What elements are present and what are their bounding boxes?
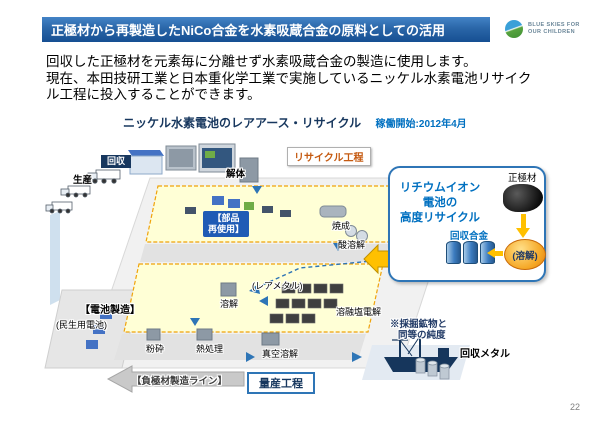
callout-title: リチウムイオン 電池の 高度リサイクル: [399, 182, 481, 224]
trucks: [45, 169, 121, 214]
battery-wing-machines: [86, 310, 112, 349]
logo-line2: OUR CHILDREN: [528, 29, 575, 35]
left-arrow: [494, 251, 503, 256]
label-battery-manufacturing: 【電池製造】: [80, 305, 140, 316]
logo-line1: BLUE SKIES FOR: [528, 22, 580, 28]
callout-recovered-alloy-label: 回収合金: [450, 231, 489, 242]
label-purity-note-1: ※採掘鉱物と: [390, 319, 448, 330]
diagram-title: ニッケル水素電池のレアアース・リサイクル 稼働開始:2012年4月: [123, 114, 467, 132]
label-recovered-metal: 回収メタル: [460, 349, 510, 360]
slide-title: 正極材から再製造したNiCo合金を水素吸蔵合金の原料としての活用: [51, 23, 445, 38]
down-arrow: [521, 214, 526, 229]
page-number: 22: [570, 402, 581, 412]
label-recycle-process: リサイクル工程: [287, 147, 371, 166]
label-crushing: 粉砕: [146, 344, 165, 354]
label-molten-salt-electrolysis: 溶融塩電解: [336, 307, 382, 317]
label-dismantle: 解体: [226, 169, 246, 180]
buildings: [128, 143, 259, 183]
label-collection: 回収: [101, 155, 132, 168]
body-text: 回収した正極材を元素毎に分離せず水素吸蔵合金の製造に使用します。 現在、本田技研…: [46, 54, 531, 104]
upper-zone-machines: [185, 196, 368, 242]
label-consumer-battery: (民生用電池): [56, 320, 107, 330]
callout-cathode-label: 正極材: [508, 173, 537, 184]
label-rare-metal: (レアメタル): [252, 281, 303, 291]
label-melting: 溶解: [220, 299, 239, 309]
callout-melt-oval: (溶解): [504, 239, 546, 270]
label-parts-reuse: 【部品 再使用】: [203, 211, 250, 237]
blue-skies-logo: BLUE SKIES FOR OUR CHILDREN: [505, 20, 580, 38]
lithium-ion-callout: リチウムイオン 電池の 高度リサイクル 正極材 回収合金 (溶解): [388, 166, 546, 282]
label-heat-treatment: 熱処理: [196, 344, 224, 354]
diagram-title-text: ニッケル水素電池のレアアース・リサイクル: [123, 116, 362, 130]
body-line1: 回収した正極材を元素毎に分離せず水素吸蔵合金の製造に使用します。: [46, 54, 477, 69]
flow-arrows: [190, 186, 362, 362]
diagram-start-note: 稼働開始:2012年4月: [375, 119, 467, 130]
rare-metal-path: [255, 259, 383, 289]
cathode-material-image: [503, 184, 543, 212]
metal-ingots: [415, 357, 450, 380]
title-bar: 正極材から再製造したNiCo合金を水素吸蔵合金の原料としての活用: [42, 17, 490, 42]
label-vacuum-melting: 真空溶解: [262, 349, 299, 359]
lower-zone-machines: [220, 282, 344, 324]
label-calcination: 焼成: [332, 221, 351, 231]
anode-line-arrow: [106, 365, 245, 393]
logo-text: BLUE SKIES FOR OUR CHILDREN: [528, 22, 580, 36]
label-acid-dissolution: 酸溶解: [338, 240, 366, 250]
label-mass-production: 量産工程: [247, 372, 315, 394]
bottom-line-machines: [146, 328, 280, 346]
body-line3: ル工程に投入することができます。: [46, 87, 261, 102]
body-line2: 現在、本田技研工業と日本重化学工業で実施しているニッケル水素電池リサイク: [46, 70, 532, 86]
blue-skies-globe-icon: [505, 20, 523, 38]
label-anode-line: 【負極材製造ライン】: [132, 376, 228, 387]
label-purity-note-2: 同等の純度: [398, 330, 446, 341]
label-production: 生産: [73, 175, 93, 186]
